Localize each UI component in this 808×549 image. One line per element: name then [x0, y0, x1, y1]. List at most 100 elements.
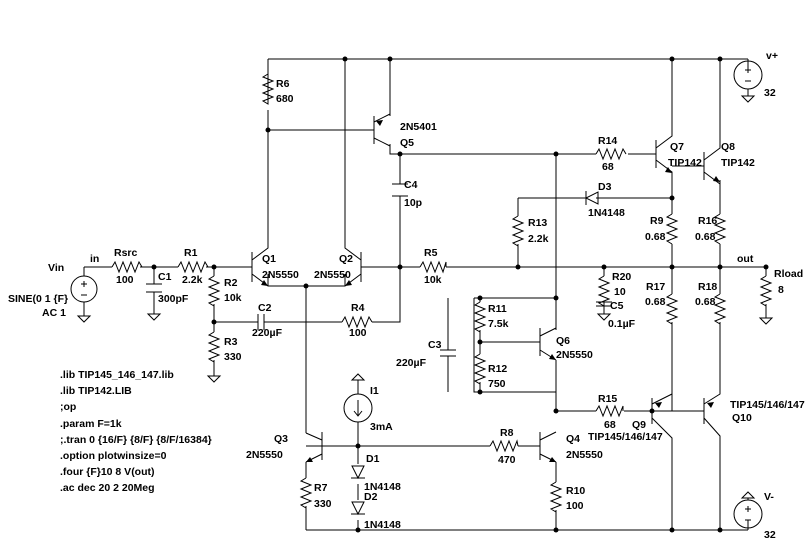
d2-value: 1N4148	[364, 519, 401, 531]
d2-name: D2	[364, 491, 378, 503]
r13-value: 2.2k	[528, 233, 549, 245]
c1-name: C1	[158, 271, 172, 283]
r9-value: 0.68	[645, 231, 666, 243]
r11-name: R11	[488, 303, 507, 315]
q7-name: Q7	[670, 141, 684, 153]
c4-value: 10p	[404, 197, 422, 209]
labels: Vin SINE(0 1 {F} AC 1 v+ 32 V- 32 I1 3mA…	[8, 50, 805, 541]
r8-name: R8	[500, 427, 514, 439]
c1-value: 300pF	[158, 293, 189, 305]
directive-line: .four {F}10 8 V(out)	[60, 466, 155, 478]
r18-value: 0.68	[695, 296, 716, 308]
r14-value: 68	[602, 161, 614, 173]
transistors	[238, 113, 721, 463]
r9-name: R9	[650, 215, 664, 227]
capacitors	[146, 183, 612, 357]
rload-value: 8	[778, 284, 784, 296]
r16-value: 0.68	[695, 231, 716, 243]
label-vminus-value: 32	[764, 529, 776, 541]
directive-line: .ac dec 20 2 20Meg	[60, 482, 155, 494]
r1-name: R1	[184, 247, 198, 259]
r16-name: R16	[698, 215, 717, 227]
q1-value: 2N5550	[262, 269, 299, 281]
c2-value: 220µF	[252, 327, 283, 339]
directive-line: .lib TIP145_146_147.lib	[60, 369, 174, 381]
q3-name: Q3	[274, 433, 288, 445]
r6-name: R6	[276, 78, 290, 90]
junction-dots	[151, 56, 769, 533]
diodes	[351, 191, 599, 516]
q1-name: Q1	[262, 253, 276, 265]
c3-value: 220µF	[396, 357, 427, 369]
q6-name: Q6	[556, 335, 570, 347]
r11-value: 7.5k	[488, 318, 509, 330]
r4-value: 100	[349, 327, 367, 339]
q5-name: Q5	[400, 137, 414, 149]
r6-value: 680	[276, 93, 294, 105]
rsrc-name: Rsrc	[114, 247, 138, 259]
r4-name: R4	[351, 302, 365, 314]
label-i1-value: 3mA	[370, 421, 393, 433]
r13-name: R13	[528, 217, 547, 229]
rload-name: Rload	[774, 268, 803, 280]
r8-value: 470	[498, 454, 516, 466]
r3-value: 330	[224, 351, 242, 363]
r2-name: R2	[224, 277, 238, 289]
net-out: out	[737, 253, 754, 265]
r20-value: 10	[614, 286, 626, 298]
directive-line: ;op	[60, 401, 76, 413]
c4-name: C4	[404, 179, 418, 191]
q7-value: TIP142	[668, 157, 702, 169]
q9-name: Q9	[632, 419, 646, 431]
r17-name: R17	[646, 281, 665, 293]
q10-value: TIP145/146/147	[730, 399, 805, 411]
r10-name: R10	[566, 485, 585, 497]
q8-value: TIP142	[721, 157, 755, 169]
q4-value: 2N5550	[566, 449, 603, 461]
rsrc-value: 100	[116, 274, 134, 286]
q4-name: Q4	[566, 433, 580, 445]
r15-value: 68	[604, 419, 616, 431]
q3-value: 2N5550	[246, 449, 283, 461]
directive-line: .lib TIP142.LIB	[60, 385, 132, 397]
r7-value: 330	[314, 498, 332, 510]
net-in: in	[90, 253, 99, 265]
d1-value: 1N4148	[364, 481, 401, 493]
label-vminus: V-	[764, 491, 774, 503]
q10-name: Q10	[732, 412, 752, 424]
label-vin-ac: AC 1	[42, 307, 66, 319]
r18-name: R18	[698, 281, 717, 293]
r2-value: 10k	[224, 292, 242, 304]
q5-value: 2N5401	[400, 121, 437, 133]
label-vin: Vin	[48, 262, 64, 274]
q9-value: TIP145/146/147	[588, 431, 663, 443]
r20-name: R20	[612, 271, 631, 283]
directive-line: .option plotwinsize=0	[60, 450, 167, 462]
label-vplus-value: 32	[764, 87, 776, 99]
directive-line: ;.tran 0 {16/F} {8/F} {8/F/16384}	[60, 434, 212, 446]
label-vin-spec: SINE(0 1 {F}	[8, 293, 68, 305]
r1-value: 2.2k	[182, 274, 203, 286]
c2-name: C2	[258, 302, 272, 314]
d3-value: 1N4148	[588, 207, 625, 219]
c5-value: 0.1µF	[608, 318, 636, 330]
r15-name: R15	[598, 393, 617, 405]
directive-line: .param F=1k	[60, 418, 122, 430]
label-i1: I1	[370, 385, 379, 397]
d1-name: D1	[366, 453, 380, 465]
resistors	[111, 73, 773, 513]
label-vplus: v+	[766, 50, 778, 62]
r17-value: 0.68	[645, 296, 666, 308]
r3-name: R3	[224, 336, 238, 348]
grounds	[76, 95, 774, 499]
r5-name: R5	[424, 247, 438, 259]
q2-value: 2N5550	[314, 269, 351, 281]
q6-value: 2N5550	[556, 349, 593, 361]
r14-name: R14	[598, 135, 617, 147]
sources	[70, 60, 763, 529]
c5-name: C5	[610, 300, 624, 312]
r10-value: 100	[566, 500, 584, 512]
r12-name: R12	[488, 363, 507, 375]
r5-value: 10k	[424, 274, 442, 286]
